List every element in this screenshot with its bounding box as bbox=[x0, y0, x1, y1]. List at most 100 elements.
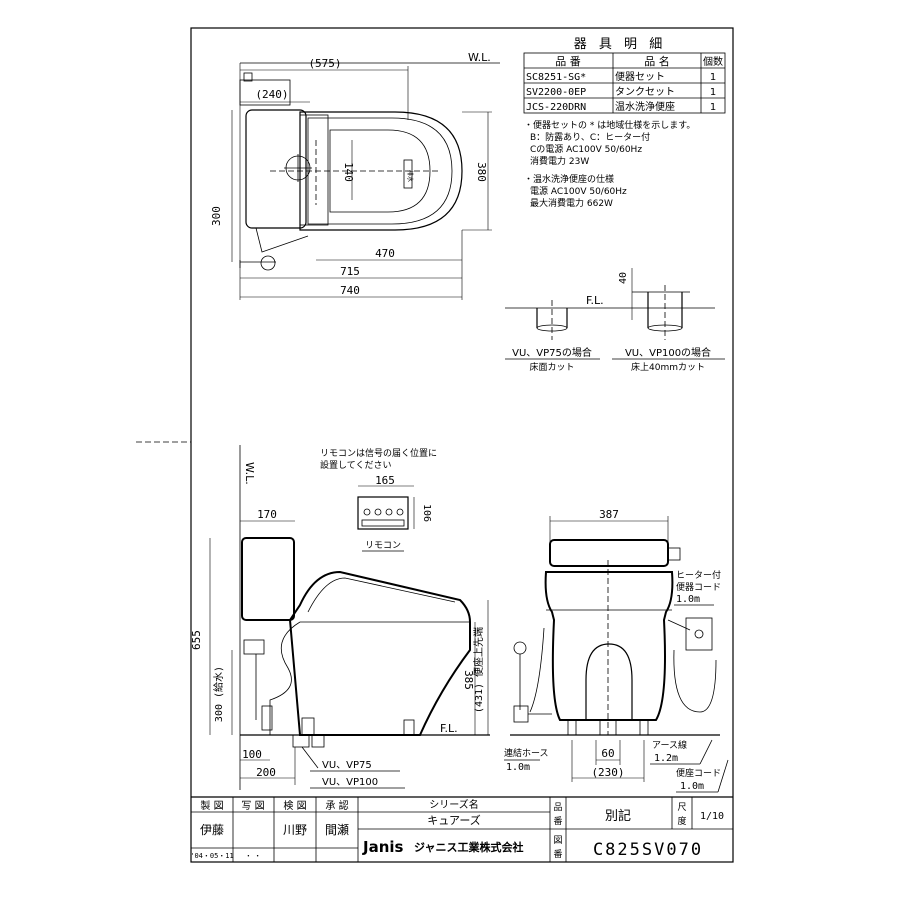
case-75-desc: 床面カット bbox=[529, 361, 574, 373]
earth-wire-label: アース線 bbox=[652, 739, 687, 751]
remote-control bbox=[357, 496, 409, 530]
header-approved: 承 認 bbox=[325, 799, 348, 812]
dim-170: 170 bbox=[257, 508, 277, 521]
drawing-number: C825SV070 bbox=[593, 840, 703, 860]
dim-100: 100 bbox=[242, 748, 262, 761]
heater-cord-label: 便器コード bbox=[676, 581, 721, 593]
seat-cord-length: 1.0m bbox=[680, 781, 704, 792]
part-no-value: 別記 bbox=[605, 808, 631, 824]
drawing-no-label: 図 bbox=[553, 835, 562, 846]
floor-cut-detail: F.L. 40 VU、VP75の場合 床面カット VU、VP100の場合 床上4… bbox=[505, 268, 725, 373]
remote-note-2: 設置してください bbox=[320, 459, 391, 471]
note-line: 消費電力 23W bbox=[530, 155, 589, 167]
parts-table: 器 具 明 細 品 番 品 名 個数 SC8251-SG* 便器セット 1 SV… bbox=[523, 37, 726, 114]
front-seat bbox=[549, 539, 669, 567]
case-100-title: VU、VP100の場合 bbox=[625, 346, 711, 359]
note-line: 最大消費電力 662W bbox=[530, 197, 613, 209]
dim-300: 300 bbox=[210, 206, 223, 226]
scale-label: 度 bbox=[677, 815, 686, 827]
drawn-by: 伊藤 bbox=[200, 823, 224, 837]
note-line: Cの電源 AC100V 50/60Hz bbox=[530, 144, 642, 155]
company-brand: Janis bbox=[362, 838, 404, 856]
part-no-label: 番 bbox=[553, 815, 562, 827]
traced-date: ・ ・ bbox=[245, 852, 261, 860]
dim-106: 106 bbox=[421, 504, 432, 522]
case-100-desc: 床上40mmカット bbox=[631, 361, 705, 373]
front-view: 387 ヒーター付 便器コード 1.0m 連結ホース 1.0m bbox=[504, 508, 729, 793]
header-drawn: 製 図 bbox=[200, 799, 223, 812]
dim-387: 387 bbox=[599, 508, 619, 521]
spec-notes: ・便器セットの * は地域仕様を示します。 B：防露あり、C：ヒーター付 Cの電… bbox=[524, 119, 695, 209]
dim-240: (240) bbox=[255, 88, 288, 101]
header-checked: 検 図 bbox=[283, 799, 306, 812]
parts-row-code: JCS-220DRN bbox=[526, 102, 586, 113]
floor-fl-label: F.L. bbox=[586, 294, 604, 307]
parts-row-qty: 1 bbox=[710, 102, 716, 113]
side-view: W.L. リモコンは信号の届く位置に 設置してください 165 106 リモコン… bbox=[190, 445, 490, 790]
side-tank bbox=[241, 537, 295, 621]
pipe-vp75-label: VU、VP75 bbox=[322, 760, 372, 771]
drawing-no-label: 番 bbox=[553, 848, 562, 860]
dim-470: 470 bbox=[375, 247, 395, 260]
dim-230: (230) bbox=[591, 766, 624, 779]
dim-300-supply: 300 (給水) bbox=[212, 666, 225, 722]
parts-table-title: 器 具 明 細 bbox=[574, 37, 666, 52]
checked-by: 川野 bbox=[283, 823, 307, 837]
side-fl-label: F.L. bbox=[440, 722, 458, 735]
remote-note-1: リモコンは信号の届く位置に bbox=[320, 447, 437, 459]
heater-cord-label: ヒーター付 bbox=[676, 570, 721, 581]
case-75-title: VU、VP75の場合 bbox=[512, 346, 592, 359]
hose-length: 1.0m bbox=[506, 762, 530, 773]
top-wl-label: W.L. bbox=[468, 51, 491, 64]
approved-by: 間瀬 bbox=[325, 823, 349, 837]
dim-655: 655 bbox=[190, 630, 203, 650]
dim-575: (575) bbox=[308, 57, 341, 70]
note-line: ・温水洗浄便座の仕様 bbox=[524, 173, 614, 185]
side-wl-label: W.L. bbox=[243, 462, 256, 485]
title-block: 製 図 写 図 検 図 承 認 伊藤 川野 間瀬 '04・05・11 ・ ・ シ… bbox=[190, 796, 733, 862]
side-bowl-body bbox=[288, 570, 471, 736]
top-view: W.L. (575) (240) 140 排水 380 bbox=[210, 51, 500, 300]
remote-label: リモコン bbox=[365, 541, 401, 551]
dim-715: 715 bbox=[340, 265, 360, 278]
dim-200: 200 bbox=[256, 766, 276, 779]
drawn-date: '04・05・11 bbox=[190, 852, 234, 860]
dim-380: 380 bbox=[475, 162, 488, 182]
hose-label: 連結ホース bbox=[504, 747, 549, 759]
company-name: ジャニス工業株式会社 bbox=[414, 840, 523, 854]
scale-label: 尺 bbox=[677, 802, 686, 813]
drain-mark-label: 排水 bbox=[406, 170, 414, 182]
dim-431: (431) 便座上先端 bbox=[472, 627, 485, 713]
header-traced: 写 図 bbox=[241, 800, 264, 812]
parts-header-name: 品 名 bbox=[644, 54, 670, 68]
parts-row-name: タンクセット bbox=[615, 86, 675, 98]
dim-140: 140 bbox=[342, 162, 355, 182]
parts-row-qty: 1 bbox=[710, 87, 716, 98]
series-name: キュアーズ bbox=[427, 813, 481, 827]
parts-row-name: 便器セット bbox=[615, 70, 665, 83]
parts-row-code: SC8251-SG* bbox=[526, 72, 586, 83]
heater-cord-length: 1.0m bbox=[676, 594, 700, 605]
drawing-border bbox=[190, 27, 734, 863]
note-line: B：防露あり、C：ヒーター付 bbox=[530, 131, 650, 143]
parts-row-name: 温水洗浄便座 bbox=[615, 100, 675, 113]
scale-value: 1/10 bbox=[700, 811, 724, 822]
part-no-label: 品 bbox=[553, 802, 562, 813]
dim-40: 40 bbox=[618, 272, 629, 284]
earth-wire-length: 1.2m bbox=[654, 753, 678, 764]
top-tank bbox=[245, 109, 307, 229]
parts-row-qty: 1 bbox=[710, 72, 716, 83]
parts-row-code: SV2200-0EP bbox=[526, 87, 586, 98]
note-line: ・便器セットの * は地域仕様を示します。 bbox=[524, 119, 695, 131]
dim-60: 60 bbox=[601, 747, 614, 760]
note-line: 電源 AC100V 50/60Hz bbox=[530, 186, 627, 197]
series-label: シリーズ名 bbox=[429, 798, 479, 811]
seat-cord-label: 便座コード bbox=[676, 767, 721, 779]
parts-header-qty: 個数 bbox=[703, 55, 723, 68]
top-bowl-outline bbox=[299, 111, 463, 231]
dim-385: 385 bbox=[462, 670, 475, 690]
dim-165: 165 bbox=[375, 474, 395, 487]
pipe-vp100-label: VU、VP100 bbox=[322, 777, 378, 788]
parts-header-code: 品 番 bbox=[555, 55, 581, 68]
